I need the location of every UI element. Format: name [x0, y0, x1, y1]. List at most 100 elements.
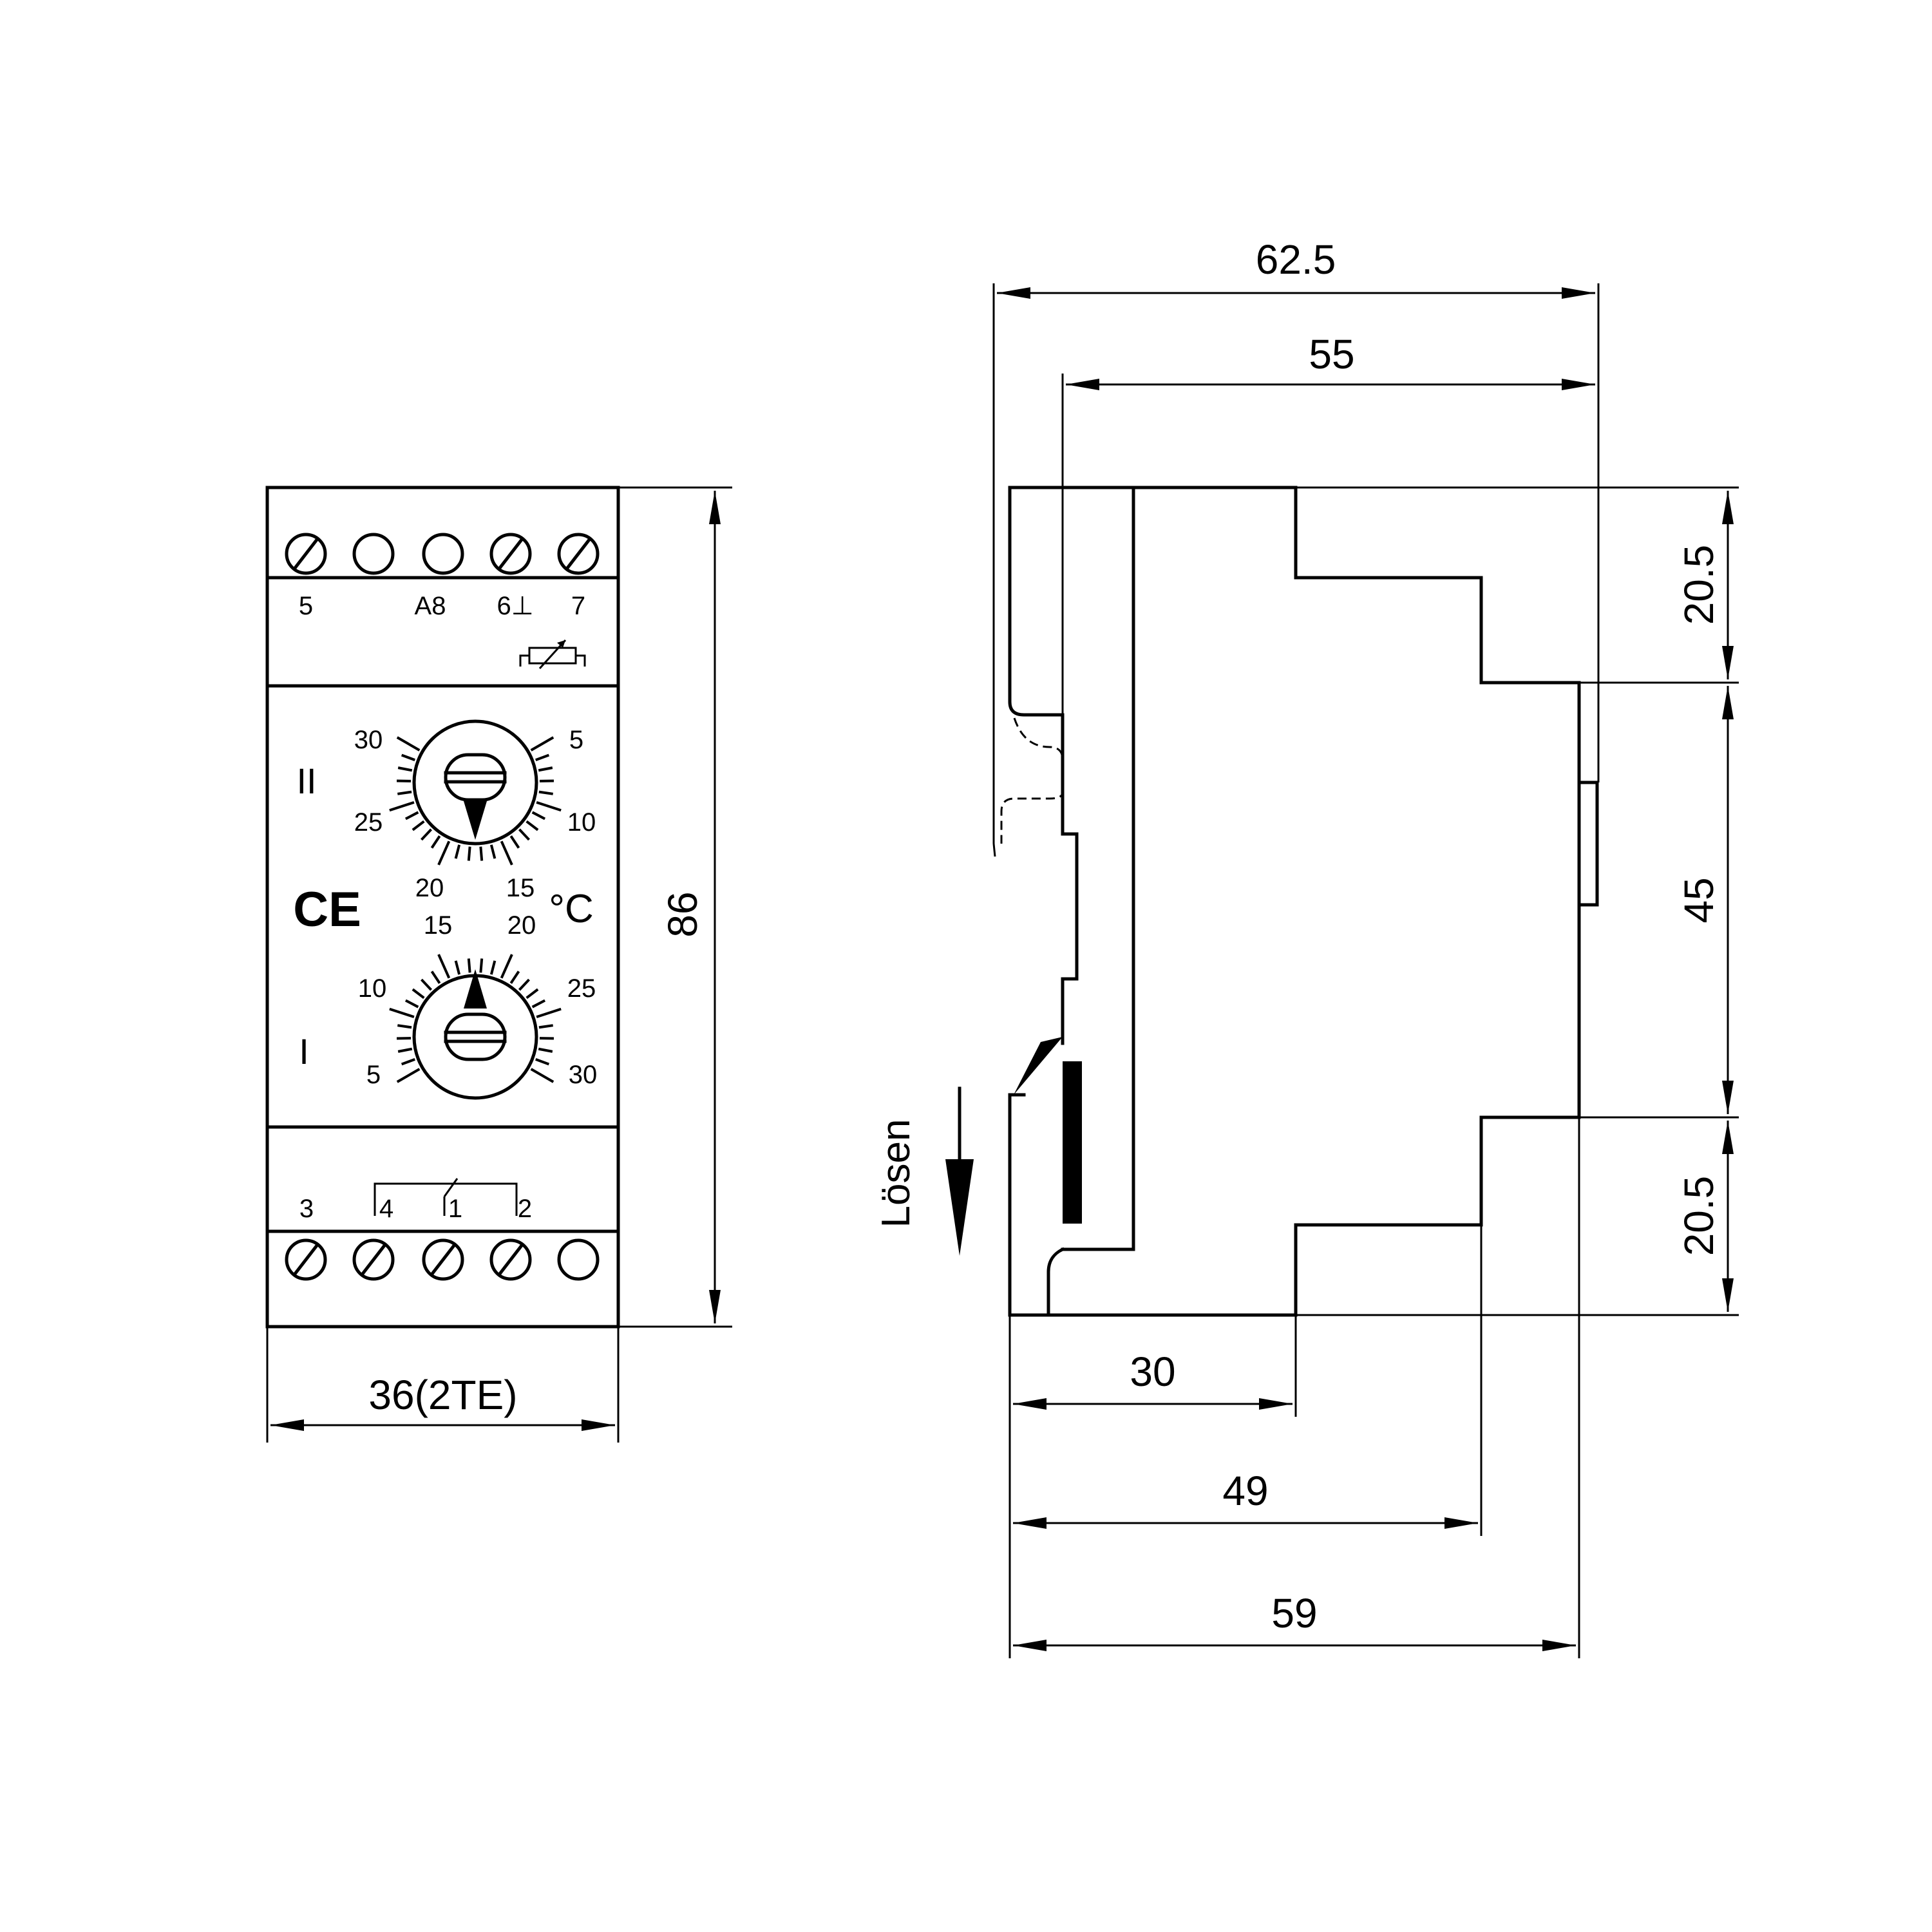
dial-2-knob: [412, 719, 538, 846]
screw-terminal-icon: [352, 533, 395, 575]
side-profile-outline: [1008, 486, 1581, 1317]
dimension-depth-body: [1061, 374, 1595, 715]
top-terminals: [285, 533, 600, 575]
dial-2: [389, 719, 562, 866]
dial-2-label-25: 25: [354, 808, 383, 837]
scale-tick: [412, 988, 425, 999]
dial-1-label-15: 15: [424, 911, 453, 940]
dial-1-label-5: 5: [366, 1061, 381, 1089]
scale-tick: [430, 971, 441, 984]
scale-tick: [526, 988, 539, 999]
rail-notch: [1061, 832, 1079, 1045]
scale-tick: [536, 1007, 562, 1019]
scale-tick: [467, 958, 471, 973]
scale-tick: [421, 978, 433, 991]
scale-tick: [536, 800, 562, 812]
scale-tick: [437, 954, 451, 979]
scale-tick: [531, 999, 546, 1009]
right-boss: [1577, 781, 1599, 907]
scale-tick: [531, 811, 546, 820]
dial-2-label-20: 20: [415, 874, 444, 902]
scale-tick: [479, 958, 484, 973]
scale-tick: [404, 999, 419, 1009]
screw-terminal-icon: [352, 1238, 395, 1281]
dimension-right-vertical: [1296, 486, 1739, 1316]
scale-tick: [538, 1047, 553, 1053]
dimension-depth-total: [992, 283, 1600, 844]
dimension-label-width: 36(2TE): [368, 1372, 517, 1418]
terminal-label-4: 4: [379, 1195, 393, 1223]
terminal-label-2: 2: [518, 1195, 532, 1223]
scale-tick: [430, 835, 441, 849]
dimension-label-middle: 45: [1676, 877, 1722, 923]
dimension-label-top-step: 20.5: [1676, 545, 1722, 625]
dial-2-label-15: 15: [506, 874, 535, 902]
knob-slot-icon: [444, 753, 507, 802]
screw-terminal-icon: [285, 533, 327, 575]
scale-tick: [397, 766, 413, 772]
scale-tick: [389, 800, 415, 812]
dimension-width: [266, 1327, 620, 1443]
scale-tick: [500, 954, 513, 979]
thermistor-symbol-icon: [519, 639, 586, 670]
dimension-label-height: 86: [659, 891, 706, 937]
front-view: 5 A8 6⊥ 7 30 5 25 10 20 15 II: [265, 486, 732, 1443]
dial-2-label-30: 30: [354, 726, 383, 754]
scale-tick: [535, 753, 550, 762]
roman-numeral-1: I: [299, 1031, 309, 1072]
clip-curve: [1046, 1247, 1065, 1317]
rail-end-mark: [992, 843, 996, 857]
scale-tick: [518, 978, 530, 991]
screw-terminal-icon: [489, 533, 532, 575]
scale-tick: [535, 1057, 550, 1066]
scale-tick: [467, 846, 471, 861]
scale-tick: [530, 736, 554, 752]
screw-terminal-icon: [489, 1238, 532, 1281]
screw-terminal-icon: [422, 533, 464, 575]
dimension-label-depth-total: 62.5: [1256, 236, 1336, 283]
scale-tick: [489, 844, 497, 859]
scale-tick: [526, 820, 539, 831]
dimension-label-depth-body: 55: [1309, 331, 1354, 377]
scale-tick: [389, 1007, 415, 1019]
dimension-bottom-steps: [1009, 1117, 1580, 1658]
dimension-label-step-3: 59: [1271, 1590, 1317, 1636]
dimension-height: [618, 486, 732, 1328]
dial-1-pointer-icon: [464, 969, 487, 1009]
screw-terminal-icon: [557, 533, 600, 575]
screw-terminal-icon: [285, 1238, 327, 1281]
scale-tick: [412, 820, 425, 831]
scale-tick: [397, 790, 412, 795]
roman-numeral-2: II: [296, 761, 316, 801]
scale-tick: [489, 960, 497, 975]
scale-tick: [437, 840, 451, 866]
dial-1-scale-ticks: [389, 954, 562, 1083]
bottom-terminals: [285, 1238, 600, 1281]
screw-terminal-icon: [557, 1238, 600, 1281]
side-view: Lösen 62.5 55 20.5 45 20.5: [874, 236, 1739, 1658]
scale-tick: [396, 736, 421, 752]
dimension-label-bottom-step: 20.5: [1676, 1176, 1722, 1256]
terminal-label-6: 6⊥: [497, 592, 533, 620]
dial-2-scale-ticks: [389, 736, 562, 866]
scale-tick: [401, 1057, 415, 1066]
front-outline: [265, 486, 620, 1329]
scale-tick: [454, 844, 461, 859]
release-label: Lösen: [874, 1119, 918, 1228]
dial-2-pointer-icon: [464, 801, 487, 840]
dial-1-label-20: 20: [507, 911, 536, 940]
scale-tick: [397, 1024, 412, 1029]
scale-tick: [518, 828, 530, 841]
scale-tick: [509, 971, 520, 984]
scale-tick: [500, 840, 513, 866]
relay-contact-icon: [374, 1178, 518, 1216]
arrow-down-icon: [945, 1086, 974, 1256]
scale-tick: [538, 766, 553, 772]
terminal-label-5: 5: [299, 592, 313, 620]
dial-2-label-5: 5: [569, 726, 583, 754]
scale-tick: [538, 790, 553, 795]
screw-terminal-icon: [422, 1238, 464, 1281]
din-rail-dashed: [1000, 717, 1064, 844]
scale-tick: [404, 811, 419, 820]
